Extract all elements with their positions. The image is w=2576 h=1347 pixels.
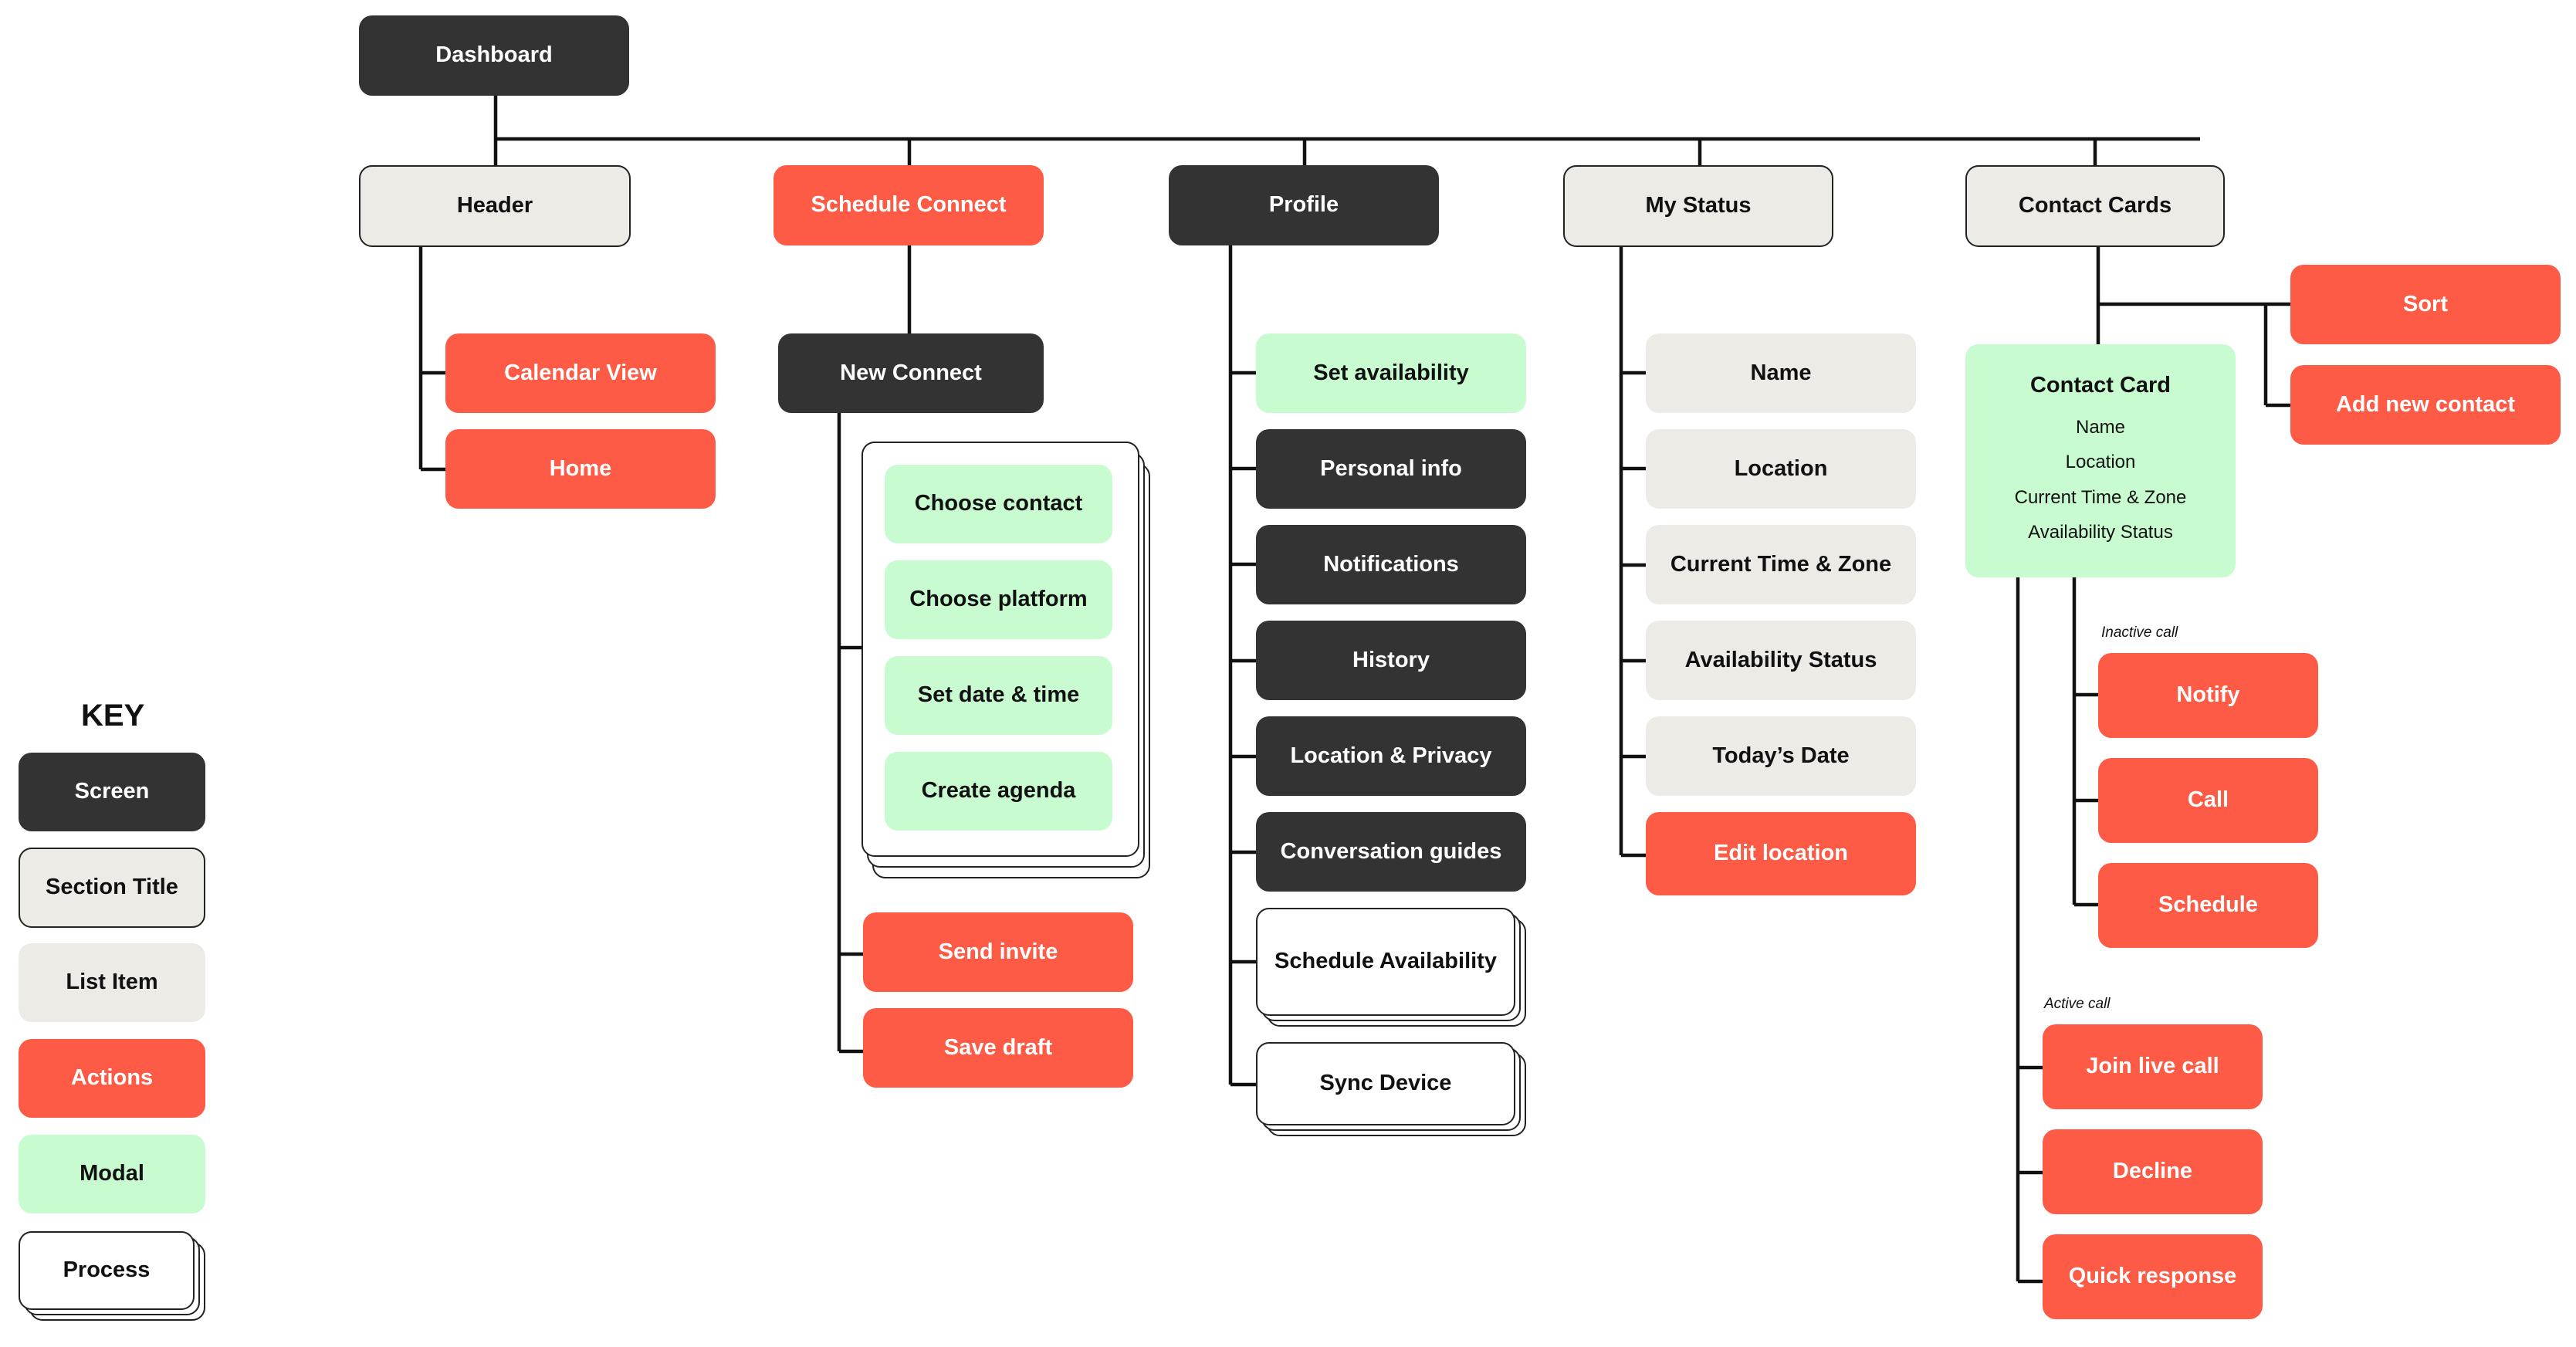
key-process-swatch: Process	[19, 1231, 195, 1310]
status-time-zone-node: Current Time & Zone	[1646, 525, 1916, 604]
add-new-contact-node: Add new contact	[2290, 365, 2561, 445]
schedule-node: Schedule	[2098, 863, 2318, 948]
save-draft-node: Save draft	[863, 1008, 1133, 1088]
notifications-node: Notifications	[1256, 525, 1526, 604]
conversation-guides-node: Conversation guides	[1256, 812, 1526, 892]
contact-card-field: Current Time & Zone	[2014, 486, 2187, 508]
decline-node: Decline	[2043, 1129, 2263, 1214]
personal-info-node: Personal info	[1256, 429, 1526, 509]
status-name-node: Name	[1646, 333, 1916, 413]
history-node: History	[1256, 621, 1526, 700]
sort-node: Sort	[2290, 265, 2561, 344]
profile-node: Profile	[1169, 165, 1439, 245]
choose-platform-node: Choose platform	[885, 560, 1112, 639]
contact-card-field: Location	[2065, 452, 2136, 473]
home-node: Home	[445, 429, 716, 509]
contact-card-title: Contact Card	[2029, 372, 2171, 398]
create-agenda-node: Create agenda	[885, 752, 1112, 831]
contact-cards-section-title: Contact Cards	[1965, 165, 2225, 247]
key-list-item-swatch: List Item	[19, 943, 205, 1022]
set-availability-node: Set availability	[1256, 333, 1526, 413]
quick-response-node: Quick response	[2043, 1234, 2263, 1319]
dashboard-node: Dashboard	[359, 15, 629, 96]
set-date-time-node: Set date & time	[885, 656, 1112, 735]
status-todays-date-node: Today’s Date	[1646, 716, 1916, 796]
calendar-view-node: Calendar View	[445, 333, 716, 413]
status-availability-node: Availability Status	[1646, 621, 1916, 700]
new-connect-node: New Connect	[778, 333, 1044, 413]
edit-location-node: Edit location	[1646, 812, 1916, 895]
key-actions-swatch: Actions	[19, 1039, 205, 1118]
key-modal-swatch: Modal	[19, 1135, 205, 1213]
sync-device-node: Sync Device	[1256, 1042, 1515, 1125]
key-section-title-swatch: Section Title	[19, 848, 205, 928]
join-live-call-node: Join live call	[2043, 1024, 2263, 1109]
schedule-availability-node: Schedule Availability	[1256, 908, 1515, 1016]
contact-card-node: Contact Card Name Location Current Time …	[1965, 344, 2236, 577]
location-privacy-node: Location & Privacy	[1256, 716, 1526, 796]
my-status-section-title: My Status	[1563, 165, 1833, 247]
notify-node: Notify	[2098, 653, 2318, 738]
choose-contact-node: Choose contact	[885, 465, 1112, 543]
contact-card-field: Availability Status	[2028, 521, 2173, 543]
active-call-note: Active call	[2044, 996, 2111, 1012]
key-screen-swatch: Screen	[19, 753, 205, 831]
header-section-title: Header	[359, 165, 631, 247]
status-location-node: Location	[1646, 429, 1916, 509]
schedule-connect-node: Schedule Connect	[773, 165, 1044, 245]
key-title: KEY	[81, 699, 145, 733]
send-invite-node: Send invite	[863, 912, 1133, 992]
contact-card-field: Name	[2075, 417, 2126, 438]
call-node: Call	[2098, 758, 2318, 843]
inactive-call-note: Inactive call	[2101, 624, 2178, 641]
